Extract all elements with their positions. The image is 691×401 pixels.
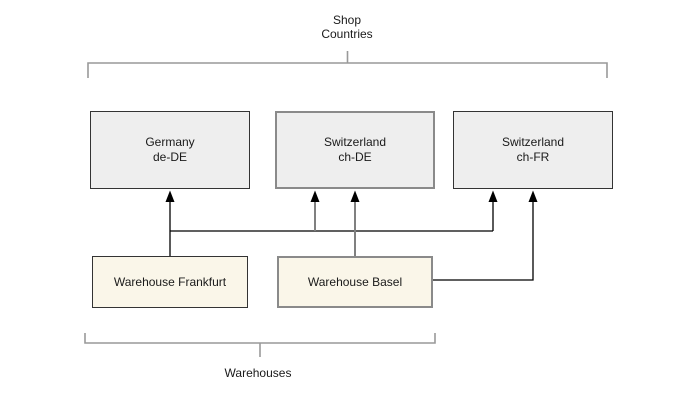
node-switzerland-ch-de: Switzerland ch-DE [275,111,435,189]
shop-countries-label-line2: Countries [321,27,373,41]
arrowhead-chfr-right-icon [528,190,538,202]
arrowhead-chde-left-icon [310,190,320,202]
edge-basel-chfr [433,201,534,281]
shop-countries-label-line1: Shop [332,13,362,27]
arrowhead-chfr-left-icon [488,190,498,202]
node-germany-de-de: Germany de-DE [90,111,250,189]
node-country-name: Switzerland [501,135,565,149]
node-warehouse-basel: Warehouse Basel [277,256,433,308]
node-switzerland-ch-fr: Switzerland ch-FR [453,111,613,189]
node-locale: ch-FR [516,150,550,164]
node-warehouse-name: Warehouse Frankfurt [113,274,227,289]
shop-countries-label: Shop Countries [277,13,417,41]
arrowhead-chde-right-icon [350,190,360,202]
top-bracket [87,62,608,78]
bottom-bracket [84,333,436,344]
node-warehouse-name: Warehouse Basel [307,274,403,289]
node-country-name: Germany [145,135,195,149]
arrowhead-germany-icon [165,190,175,202]
node-locale: de-DE [152,150,187,164]
warehouses-label: Warehouses [224,366,292,380]
node-warehouse-frankfurt: Warehouse Frankfurt [92,256,248,308]
node-locale: ch-DE [338,150,372,164]
node-country-name: Switzerland [323,135,387,149]
